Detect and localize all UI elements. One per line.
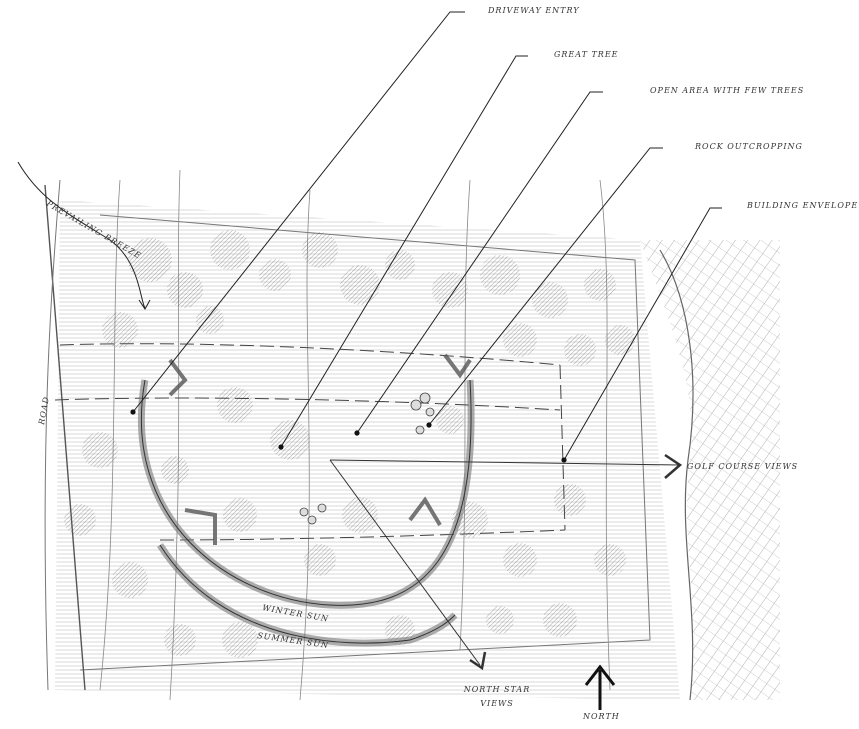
view-lines [329, 453, 683, 671]
north-star-views-label: NORTH STAR VIEWS [462, 685, 532, 708]
building-envelope-label: BUILDING ENVELOPE [747, 201, 859, 210]
sun-path-arcs [137, 379, 475, 647]
golf-course-views-label: GOLF COURSE VIEWS [687, 462, 799, 471]
driveway-entry-label: DRIVEWAY ENTRY [488, 6, 580, 15]
great-tree-label: GREAT TREE [554, 50, 619, 59]
road-label: ROAD [37, 395, 51, 426]
sun-arrows [168, 353, 472, 545]
north-star-views-line2: VIEWS [480, 699, 514, 708]
north-star-views-line1: NORTH STAR [463, 685, 531, 694]
golf-course-area [640, 240, 780, 701]
leader-dots [130, 409, 567, 463]
leader-lines [132, 11, 722, 461]
building-envelope-outline [54, 343, 566, 541]
open-area-label: OPEN AREA WITH FEW TREES [650, 86, 805, 95]
prevailing-breeze-arrow [17, 161, 151, 310]
north-label: NORTH [583, 712, 620, 721]
rock-outcropping-mark [299, 392, 435, 525]
north-arrow-icon [584, 664, 616, 710]
rock-outcropping-label: ROCK OUTCROPPING [695, 142, 803, 151]
tree-canopy [64, 230, 635, 658]
